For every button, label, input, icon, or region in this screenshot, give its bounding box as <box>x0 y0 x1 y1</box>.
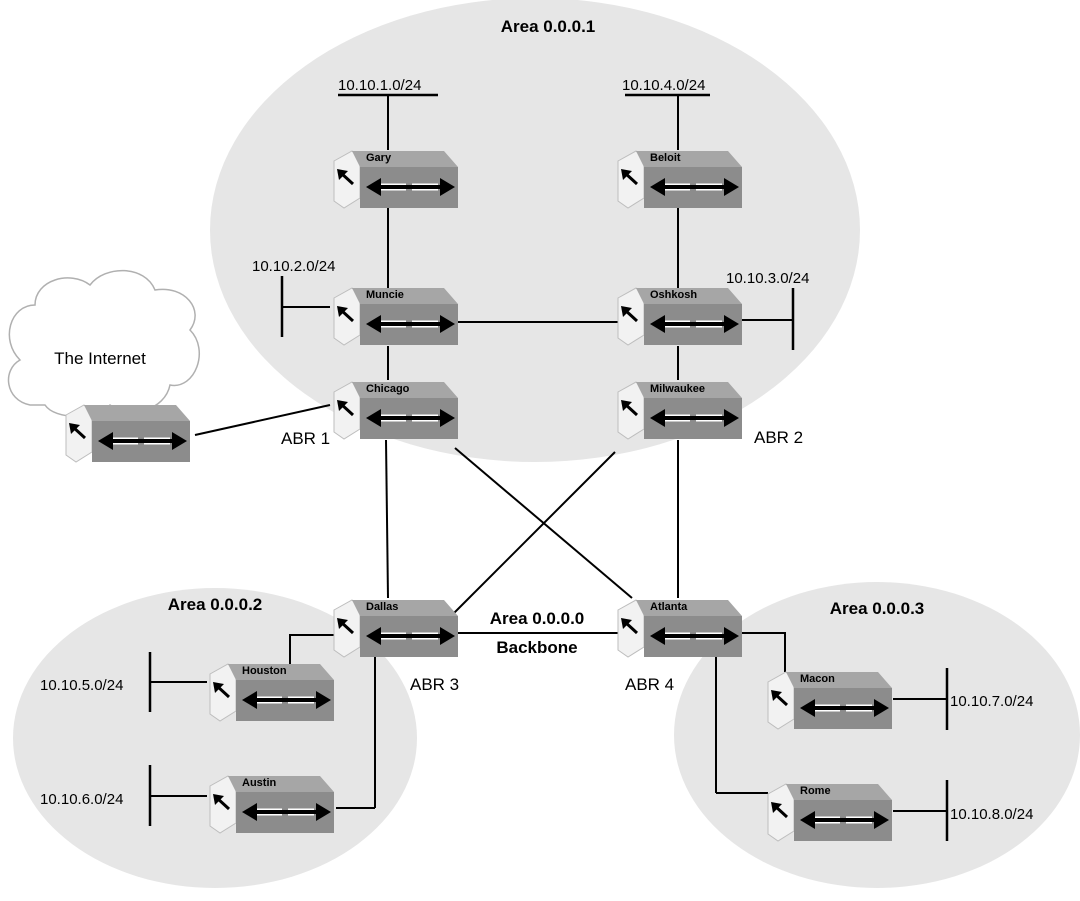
router-macon: Macon <box>768 672 892 729</box>
router-rome: Rome <box>768 784 892 841</box>
abr-label-4: ABR 4 <box>625 675 674 694</box>
network-label-3: 10.10.3.0/24 <box>726 270 809 287</box>
backbone-label: Area 0.0.0.0 <box>490 609 585 628</box>
router-name-austin: Austin <box>242 777 277 789</box>
links <box>194 208 786 809</box>
router-houston: Houston <box>210 664 334 721</box>
network-label-2: 10.10.2.0/24 <box>252 258 335 275</box>
internet-label: The Internet <box>54 349 146 368</box>
network-label-1: 10.10.1.0/24 <box>338 77 421 94</box>
network-label-5: 10.10.5.0/24 <box>40 677 123 694</box>
router-name-chicago: Chicago <box>366 383 410 395</box>
router-name-rome: Rome <box>800 785 831 797</box>
router-chicago: Chicago <box>334 382 458 439</box>
backbone-sublabel: Backbone <box>496 638 577 657</box>
router-name-beloit: Beloit <box>650 152 681 164</box>
router-name-oshkosh: Oshkosh <box>650 289 697 301</box>
router-dallas: Dallas <box>334 600 458 657</box>
internet-cloud <box>7 269 200 417</box>
router-name-dallas: Dallas <box>366 601 398 613</box>
network-label-8: 10.10.8.0/24 <box>950 806 1033 823</box>
abr-label-1: ABR 1 <box>281 429 330 448</box>
abr-label-2: ABR 2 <box>754 428 803 447</box>
abr-label-3: ABR 3 <box>410 675 459 694</box>
area-label-3: Area 0.0.0.3 <box>830 599 925 618</box>
router-oshkosh: Oshkosh <box>618 288 742 345</box>
router-name-milwaukee: Milwaukee <box>650 383 705 395</box>
network-label-7: 10.10.7.0/24 <box>950 693 1033 710</box>
router-austin: Austin <box>210 776 334 833</box>
area-ellipse-1 <box>210 0 860 462</box>
router-name-muncie: Muncie <box>366 289 404 301</box>
area-label-2: Area 0.0.0.2 <box>168 595 263 614</box>
router-atlanta: Atlanta <box>618 600 742 657</box>
router-name-gary: Gary <box>366 152 392 164</box>
router-muncie: Muncie <box>334 288 458 345</box>
router-name-atlanta: Atlanta <box>650 601 688 613</box>
router-name-houston: Houston <box>242 665 287 677</box>
network-label-4: 10.10.4.0/24 <box>622 77 705 94</box>
router-gary: Gary <box>334 151 458 208</box>
area-label-1: Area 0.0.0.1 <box>501 17 596 36</box>
router-beloit: Beloit <box>618 151 742 208</box>
network-segments <box>148 93 949 841</box>
network-label-6: 10.10.6.0/24 <box>40 791 123 808</box>
router-name-macon: Macon <box>800 673 835 685</box>
router-internet <box>66 405 190 462</box>
router-milwaukee: Milwaukee <box>618 382 742 439</box>
